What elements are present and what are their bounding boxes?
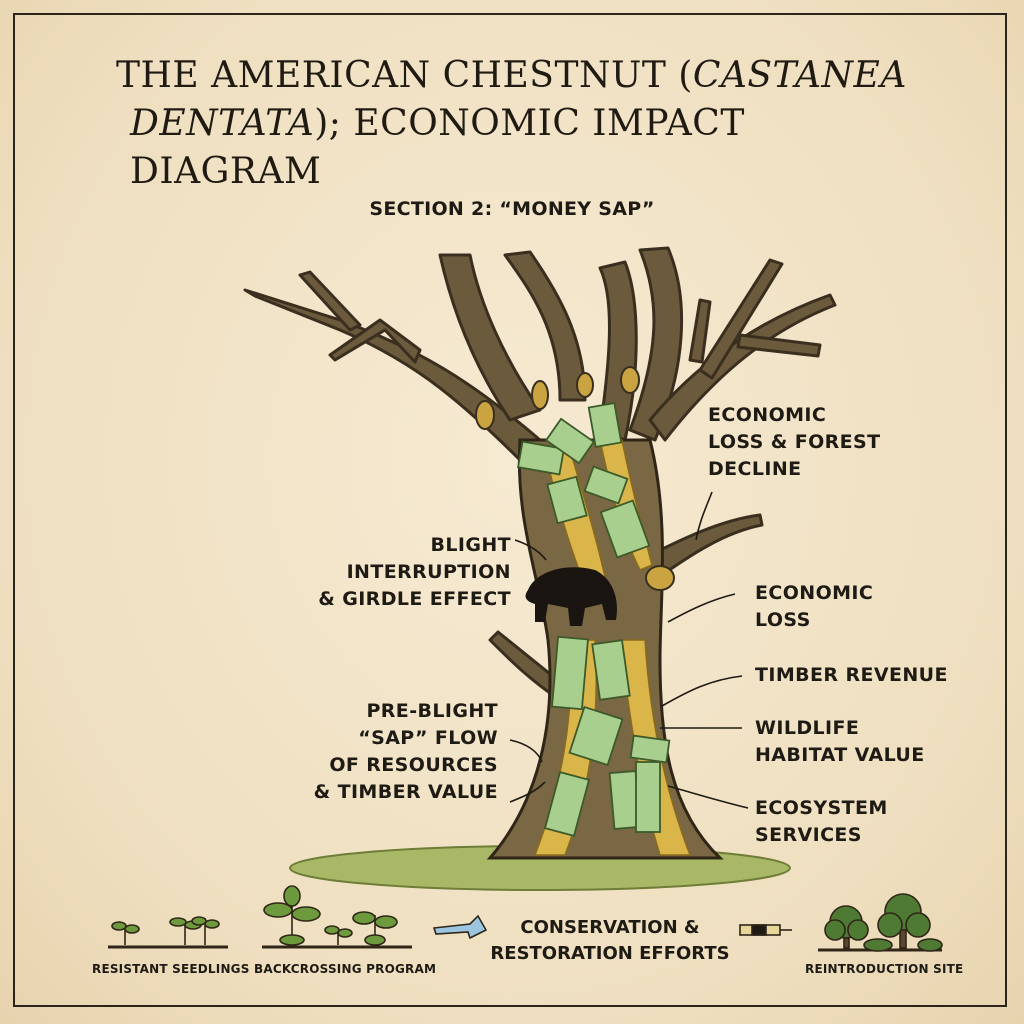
label-line: & TIMBER VALUE xyxy=(313,781,498,803)
footer-reintroduction-site: REINTRODUCTION SITE xyxy=(805,962,964,976)
leader-lines xyxy=(509,491,749,809)
label-line: ECONOMIC xyxy=(755,582,874,604)
label-line: OF RESOURCES xyxy=(329,754,498,776)
tree-branches xyxy=(243,246,837,702)
trunk-knots xyxy=(475,366,675,591)
title-text-2: ); ECONOMIC IMPACT DIAGRAM xyxy=(130,103,745,192)
label-line: INTERRUPTION xyxy=(346,561,511,583)
label-line: BLIGHT xyxy=(430,534,511,556)
label-wildlife-habitat-value: WILDLIFE HABITAT VALUE xyxy=(755,715,925,769)
label-line: & GIRDLE EFFECT xyxy=(318,588,511,610)
arrow-right-icon xyxy=(432,914,488,940)
label-line: PRE-BLIGHT xyxy=(366,700,498,722)
label-economic-loss-forest-decline: ECONOMIC LOSS & FOREST DECLINE xyxy=(708,402,880,483)
title-species-italic-1: CASTANEA xyxy=(692,55,907,96)
backcrossing-plants-icon xyxy=(263,885,398,946)
blight-creature-silhouette xyxy=(525,567,618,626)
label-pre-blight-sap-flow: PRE-BLIGHT “SAP” FLOW OF RESOURCES & TIM… xyxy=(314,698,498,806)
dollar-bills xyxy=(517,402,671,837)
label-line: ECOSYSTEM xyxy=(755,797,888,819)
seedling-icon xyxy=(111,916,220,945)
label-line: DECLINE xyxy=(708,458,802,480)
footer-conservation-line: CONSERVATION & xyxy=(520,917,700,938)
label-line: “SAP” FLOW xyxy=(358,727,498,749)
footer-conservation-line: RESTORATION EFFORTS xyxy=(490,943,730,964)
trees-icon xyxy=(824,893,943,952)
title-species-italic-2: DENTATA xyxy=(130,103,315,144)
title-text-1: THE AMERICAN CHESTNUT ( xyxy=(116,55,693,96)
label-line: ECONOMIC xyxy=(708,404,827,426)
footer-resistant-seedlings: RESISTANT SEEDLINGS xyxy=(92,962,250,976)
label-economic-loss: ECONOMIC LOSS xyxy=(755,580,873,634)
diagram-frame xyxy=(13,13,1007,1007)
footer-backcrossing-program: BACKCROSSING PROGRAM xyxy=(254,962,437,976)
label-line: LOSS & FOREST xyxy=(708,431,881,453)
label-blight-interruption: BLIGHT INTERRUPTION & GIRDLE EFFECT xyxy=(318,532,511,613)
label-ecosystem-services: ECOSYSTEM SERVICES xyxy=(755,795,888,849)
syringe-icon xyxy=(739,924,792,936)
footer-illustrations xyxy=(108,885,943,952)
label-line: WILDLIFE xyxy=(755,717,860,739)
diagram-title: THE AMERICAN CHESTNUT (CASTANEA DENTATA)… xyxy=(110,52,930,196)
label-line: HABITAT VALUE xyxy=(755,744,925,766)
label-timber-revenue: TIMBER REVENUE xyxy=(755,662,948,689)
label-line: TIMBER REVENUE xyxy=(755,664,948,686)
label-line: LOSS xyxy=(755,609,811,631)
section-subtitle: SECTION 2: “MONEY SAP” xyxy=(369,198,655,220)
label-line: SERVICES xyxy=(755,824,862,846)
footer-conservation-restoration: CONSERVATION & RESTORATION EFFORTS xyxy=(480,915,740,967)
